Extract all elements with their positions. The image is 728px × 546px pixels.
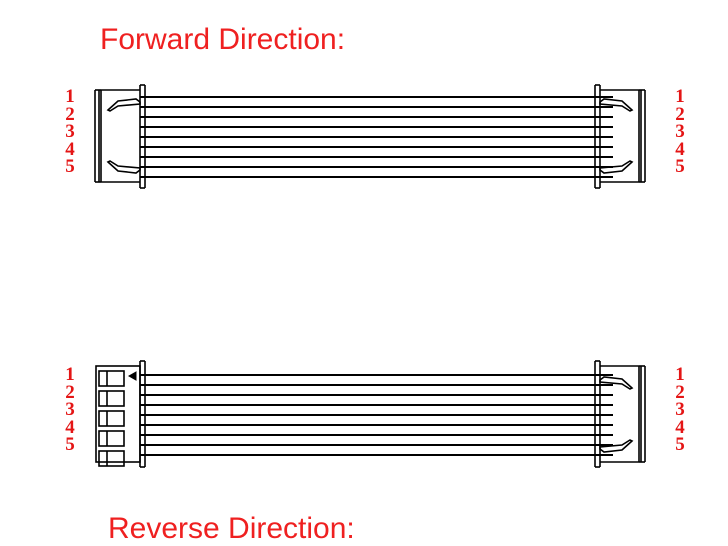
- forward-left-pin-labels: 1 2 3 4 5: [62, 86, 78, 177]
- reverse-cable-drawing: [95, 360, 646, 468]
- pin-label: 5: [675, 434, 685, 455]
- forward-right-connector: [594, 84, 646, 189]
- forward-direction-title: Forward Direction:: [100, 23, 346, 56]
- pin-label: 1: [65, 364, 75, 385]
- reverse-direction-title: Reverse Direction:: [108, 512, 355, 545]
- polarity-arrow-marker: [127, 371, 137, 381]
- contact-slot: [98, 390, 125, 407]
- pin-label: 4: [675, 138, 685, 160]
- pin-label: 2: [65, 381, 75, 403]
- pin-label: 3: [65, 399, 75, 420]
- pin-label: 1: [65, 86, 75, 107]
- pin-label: 2: [65, 103, 75, 125]
- forward-ribbon-cable: [140, 96, 613, 178]
- pin-label: 4: [65, 138, 75, 160]
- pin-label: 2: [675, 103, 685, 125]
- reverse-contact-slots: [98, 370, 125, 467]
- pin-label: 1: [675, 86, 685, 107]
- pin-label: 3: [65, 121, 75, 142]
- pin-label: 3: [675, 121, 685, 142]
- pin-label: 2: [675, 381, 685, 403]
- reverse-right-connector: [594, 360, 646, 468]
- pin-label: 4: [675, 416, 685, 438]
- reverse-left-connector: [95, 360, 146, 468]
- pin-label: 4: [65, 416, 75, 438]
- contact-slot: [98, 410, 125, 427]
- forward-direction-section: Forward Direction: 1 2 3 4 5 1 2 3 4 5: [0, 0, 728, 247]
- pin-label: 3: [675, 399, 685, 420]
- reverse-ribbon-cable: [140, 374, 613, 456]
- forward-left-connector: [94, 84, 146, 189]
- contact-slot: [98, 370, 125, 387]
- forward-right-pin-labels: 1 2 3 4 5: [672, 86, 688, 177]
- reverse-left-pin-labels: 1 2 3 4 5: [62, 364, 78, 455]
- pin-label: 5: [675, 156, 685, 177]
- contact-slot: [98, 450, 125, 467]
- pin-label: 1: [675, 364, 685, 385]
- forward-cable-drawing: [94, 84, 646, 189]
- pin-label: 5: [65, 434, 75, 455]
- pin-label: 5: [65, 156, 75, 177]
- contact-slot: [98, 430, 125, 447]
- reverse-right-pin-labels: 1 2 3 4 5: [672, 364, 688, 455]
